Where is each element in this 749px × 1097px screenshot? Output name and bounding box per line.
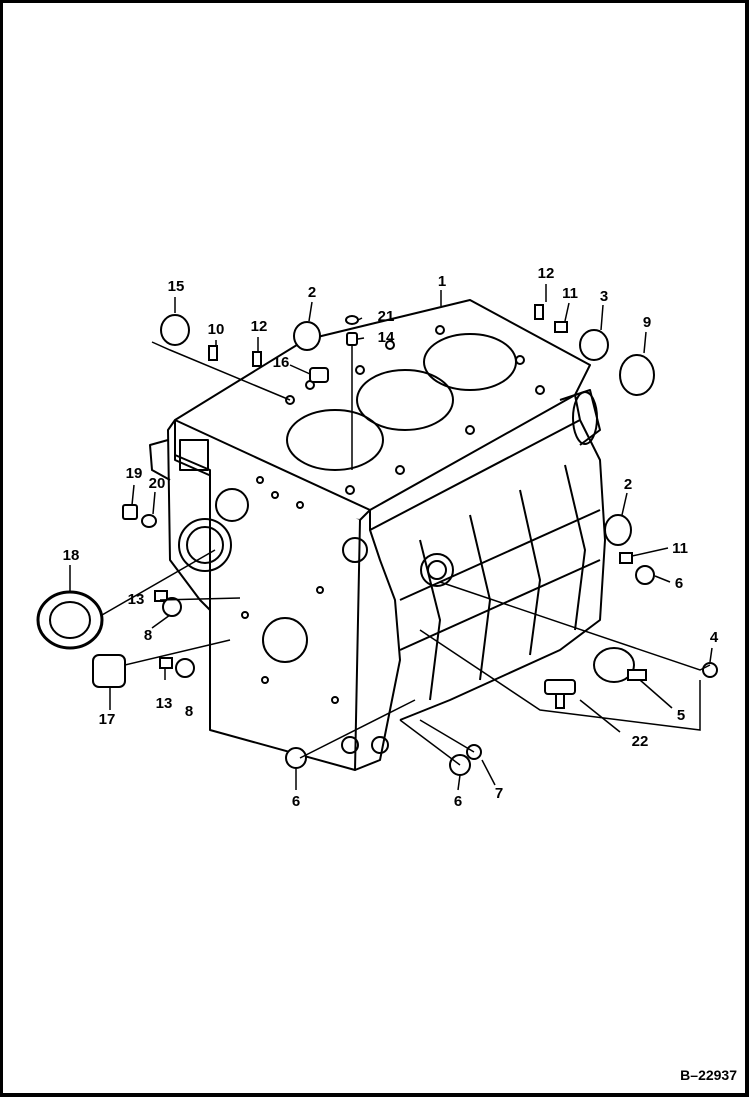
- part-15-plug: [160, 314, 190, 346]
- part-8-plug-upper: [162, 597, 182, 617]
- callout-19: 19: [126, 465, 143, 482]
- part-14-pin: [346, 332, 358, 346]
- part-13-pin-lower: [159, 657, 173, 669]
- callout-22: 22: [632, 733, 649, 750]
- callout-10: 10: [208, 321, 225, 338]
- callout-8: 8: [185, 703, 193, 720]
- callout-2: 2: [308, 284, 316, 301]
- part-2-plug-top: [293, 321, 321, 351]
- callout-8: 8: [144, 627, 152, 644]
- part-11-pin-right: [619, 552, 633, 564]
- callout-17: 17: [99, 711, 116, 728]
- callout-4: 4: [710, 629, 719, 646]
- callout-13: 13: [128, 591, 145, 608]
- part-19-bolt: [122, 504, 138, 520]
- part-6-plug-left: [285, 747, 307, 769]
- part-5-sender: [593, 647, 635, 683]
- callout-1: 1: [438, 273, 446, 290]
- callout-labels: 15 10 12 2 16 21 14 1 12 11 3 9 19 20 2 …: [63, 265, 719, 810]
- callout-16: 16: [273, 354, 290, 371]
- part-22-drain-cock: [544, 679, 576, 695]
- part-10-pin: [208, 345, 218, 361]
- callout-18: 18: [63, 547, 80, 564]
- callout-6: 6: [454, 793, 462, 810]
- part-8-plug-lower: [175, 658, 195, 678]
- callout-6: 6: [292, 793, 300, 810]
- callout-7: 7: [495, 785, 503, 802]
- callout-2: 2: [624, 476, 632, 493]
- figure-id-label: B–22937: [680, 1067, 737, 1083]
- part-2-plug-right: [604, 514, 632, 546]
- part-17-bushing: [92, 654, 126, 688]
- leader-lines: [69, 284, 713, 791]
- callout-3: 3: [600, 288, 608, 305]
- callout-5: 5: [677, 707, 685, 724]
- part-13-pin-upper: [154, 590, 168, 602]
- parts: [36, 304, 718, 776]
- callout-20: 20: [149, 475, 166, 492]
- callout-12: 12: [251, 318, 268, 335]
- part-3-plug: [579, 329, 609, 361]
- part-12-pin-left: [252, 351, 262, 367]
- part-16-plug: [309, 367, 329, 383]
- callout-14: 14: [378, 329, 395, 346]
- callout-11: 11: [672, 540, 688, 557]
- callout-6: 6: [675, 575, 683, 592]
- part-9-plug: [619, 354, 655, 396]
- callout-11: 11: [562, 285, 578, 302]
- callout-21: 21: [378, 308, 395, 325]
- part-21-washer: [345, 315, 359, 325]
- callout-9: 9: [643, 314, 651, 331]
- part-20-washer: [141, 514, 157, 528]
- part-12-pin-right: [534, 304, 544, 320]
- callout-12: 12: [538, 265, 555, 282]
- engine-block: [149, 299, 606, 771]
- callout-13: 13: [156, 695, 173, 712]
- part-6-plug-right: [635, 565, 655, 585]
- callout-15: 15: [168, 278, 185, 295]
- part-11-pin-top: [554, 321, 568, 333]
